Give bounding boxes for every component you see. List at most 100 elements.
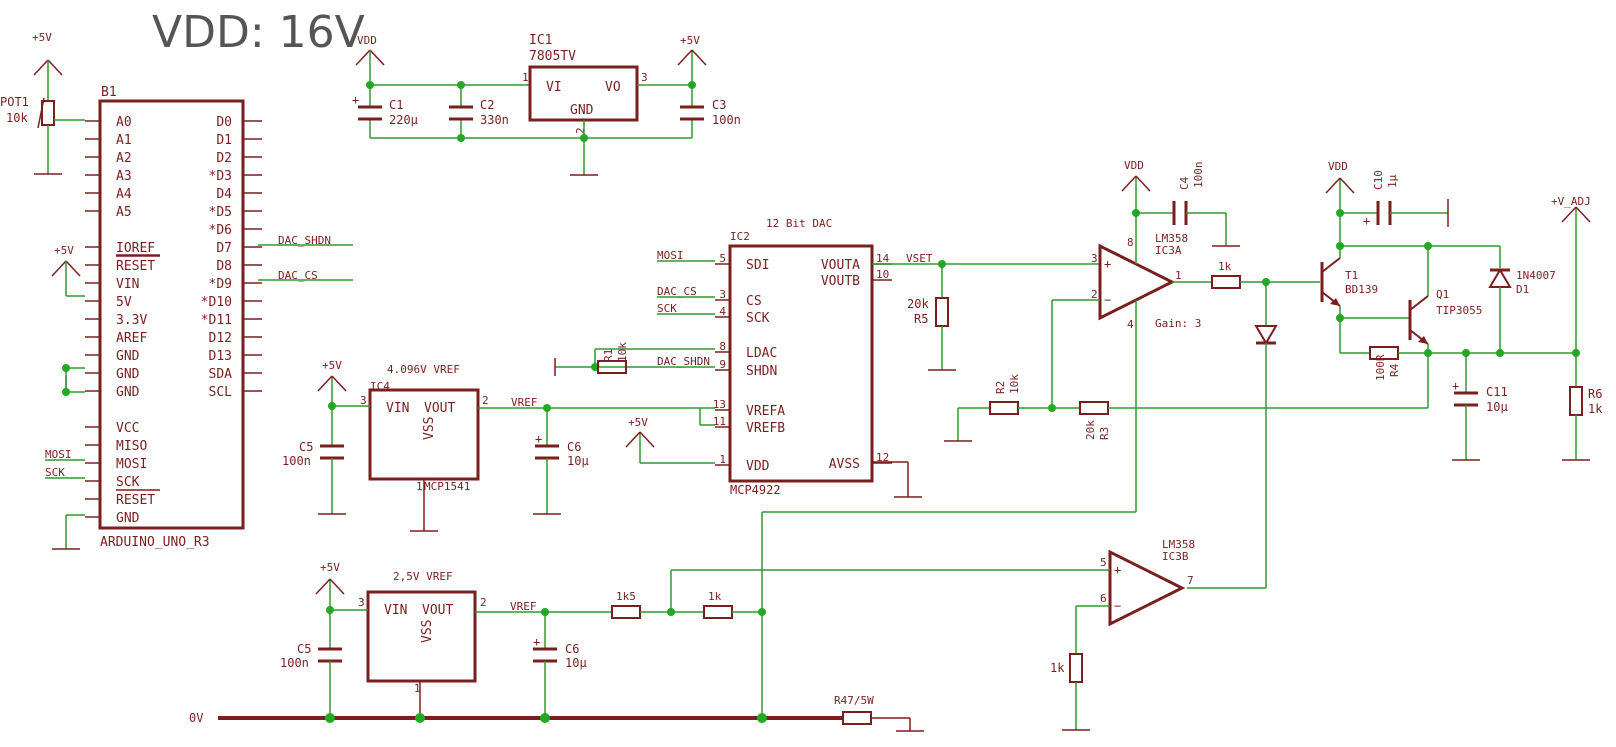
c6a-polarity: + (535, 432, 542, 446)
c3-value: 100n (712, 113, 741, 127)
reg-value: 7805TV (529, 49, 576, 64)
net-label-mosi: MOSI (45, 448, 72, 461)
c5b-value: 100n (280, 656, 309, 670)
c10-value: 1µ (1386, 174, 1399, 188)
opamp-b-ref: IC3B (1162, 550, 1189, 563)
c1-ref: C1 (389, 98, 403, 112)
arduino-pin-d6: *D6 (209, 223, 232, 238)
net-label-dac-shdn: DAC_SHDN (278, 234, 331, 247)
arduino-pin-a1: A1 (116, 133, 132, 148)
regulator-section: VDD IC1 7805TV VI VO GND 1 3 2 +5V (355, 33, 707, 176)
vref1-vin: VIN (386, 401, 409, 416)
r3-value: 20k (1084, 420, 1097, 440)
vref2-pin-in: 3 (358, 596, 365, 609)
dac-pin-num-10: 10 (876, 268, 889, 281)
reg-pin2: 2 (574, 127, 587, 134)
arduino-net-labels: DAC_SHDN DAC_CS MOSI SCK (45, 234, 353, 479)
c10-polarity: + (1363, 214, 1370, 228)
dac-pin-ldac: LDAC (746, 346, 777, 361)
r5-ref: R5 (914, 312, 928, 326)
r-base-value: 1k (1218, 260, 1232, 273)
c6a-ref: C6 (567, 440, 581, 454)
opamp-b-pin-plus: 5 (1100, 556, 1107, 569)
reg-pin1: 1 (522, 71, 529, 84)
capacitor-c2: C2 330n (449, 98, 509, 127)
d1-ref: D1 (1516, 283, 1529, 296)
q1-value: TIP3055 (1436, 304, 1482, 317)
c5a-value: 100n (282, 454, 311, 468)
dac-net-shdn: DAC_SHDN (657, 355, 710, 368)
opamp-a-pin-v: 8 (1127, 236, 1134, 249)
arduino-pin-a2: A2 (116, 151, 132, 166)
c6b-ref: C6 (565, 642, 579, 656)
t1-ref: T1 (1345, 269, 1358, 282)
c4-ref: C4 (1178, 176, 1191, 190)
arduino-pin-mosi: MOSI (116, 457, 147, 472)
net-label-sck: SCK (45, 466, 65, 479)
capacitor-c1: + C1 220µ (352, 93, 418, 127)
dac-caption: 12 Bit DAC (766, 217, 832, 230)
r4-ref: R4 (1388, 363, 1401, 377)
c2-value: 330n (480, 113, 509, 127)
vref1-pin-gnd: 1 (416, 480, 423, 493)
arduino-pin-d3: *D3 (209, 169, 232, 184)
opamp-a-pin-g: 4 (1127, 318, 1134, 331)
ground-bus-label: 0V (189, 711, 203, 725)
pot-ref: POT1 (0, 95, 29, 109)
c4-value: 100n (1192, 162, 1205, 189)
arduino-pin-gnd: GND (116, 511, 140, 526)
shunt-value: R47/5W (834, 694, 874, 707)
c6b-polarity: + (533, 635, 540, 649)
opamp-b-type: LM358 (1162, 538, 1195, 551)
dac-pin-vrefb: VREFB (746, 421, 785, 436)
arduino-5v-label: +5V (54, 244, 74, 257)
vadj-label: +V_ADJ (1551, 195, 1591, 208)
opamp-a-gain: Gain: 3 (1155, 317, 1201, 330)
vref1-vss: VSS (422, 417, 437, 440)
c10-ref: C10 (1372, 170, 1385, 190)
output-stage: 1k T1 BD139 VDD + C10 1µ (1172, 160, 1603, 589)
arduino-pin-d5: *D5 (209, 205, 232, 220)
c2-ref: C2 (480, 98, 494, 112)
arduino-pin-gnd: GND (116, 385, 140, 400)
arduino-pin-d10: *D10 (201, 295, 232, 310)
arduino-pin-a4: A4 (116, 187, 132, 202)
pot-supply-label: +5V (32, 31, 52, 44)
reg-pin3: 3 (641, 71, 648, 84)
r-1k5-value: 1k5 (616, 590, 636, 603)
dac-pin-num-11: 11 (713, 415, 726, 428)
dac-pin-sck: SCK (746, 311, 770, 326)
vref2-vout: VOUT (422, 603, 453, 618)
opamp-a-pin-minus: 2 (1091, 288, 1098, 301)
potentiometer-pot1: +5V POT1 10k (0, 31, 85, 175)
vset-net: VSET (906, 252, 933, 265)
dac-net-cs: DAC_CS (657, 285, 697, 298)
dac-pin-sdi: SDI (746, 258, 769, 273)
opamp-a-pin-out: 1 (1175, 269, 1182, 282)
vref1-pin-out: 2 (482, 394, 489, 407)
r6-ref: R6 (1588, 387, 1602, 401)
vref1-pin-in: 3 (360, 394, 367, 407)
dac-pin-num-1: 1 (719, 453, 726, 466)
reg-gnd: GND (570, 103, 594, 118)
c5b-ref: C5 (297, 642, 311, 656)
arduino-pin-sda: SDA (209, 367, 233, 382)
arduino-left-pins: A0A1A2A3A4A5IOREFRESETVIN5V3.3VAREFGNDGN… (85, 115, 160, 526)
arduino-pin-33v: 3.3V (116, 313, 147, 328)
vref1-caption: 4.096V VREF (387, 363, 460, 376)
dac-pin-num-9: 9 (719, 358, 726, 371)
arduino-pin-d7: D7 (216, 241, 232, 256)
arduino-ref: B1 (101, 85, 117, 100)
arduino-pin-d1: D1 (216, 133, 232, 148)
c3-ref: C3 (712, 98, 726, 112)
dac-value: MCP4922 (730, 483, 781, 497)
arduino-pin-a3: A3 (116, 169, 132, 184)
c6b-value: 10µ (565, 656, 587, 670)
vref2-pin-gnd: 1 (414, 682, 421, 695)
dac-input-nets: MOSI DAC_CS SCK DAC_SHDN R1 10k +5V (554, 249, 715, 464)
r6-value: 1k (1588, 402, 1603, 416)
arduino-pin-a0: A0 (116, 115, 132, 130)
r5-value: 20k (907, 297, 929, 311)
